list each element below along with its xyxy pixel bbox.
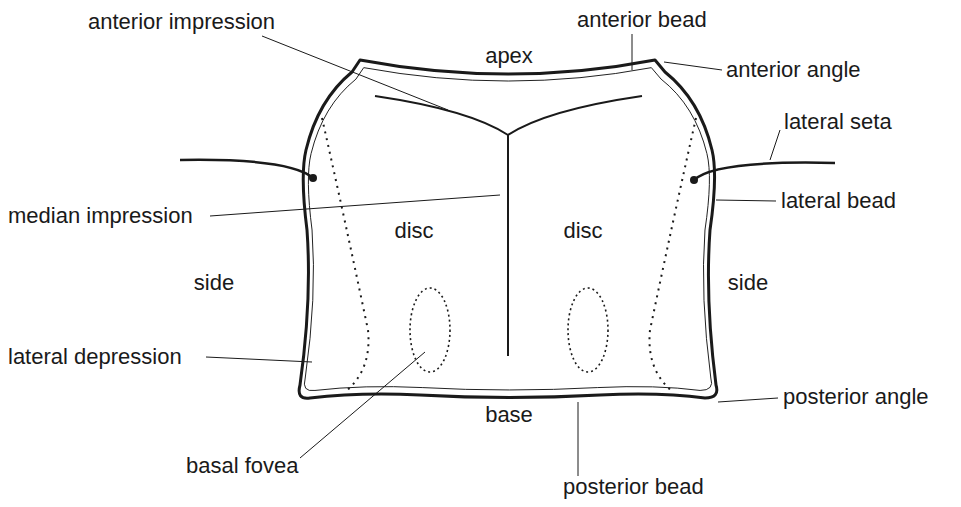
part-label: apex — [485, 43, 533, 68]
part-label: median impression — [8, 203, 193, 228]
anterior-impression-line — [375, 96, 642, 135]
seta-pore — [309, 174, 317, 182]
seta-pore — [690, 176, 698, 184]
lateral-depression-line — [649, 118, 696, 392]
part-label: disc — [394, 218, 433, 243]
part-label: base — [485, 402, 533, 427]
part-label: lateral bead — [781, 188, 896, 213]
median-impression-line — [507, 135, 509, 356]
part-label: anterior impression — [88, 9, 275, 34]
part-label: posterior angle — [783, 384, 929, 409]
part-label: lateral depression — [8, 344, 182, 369]
lateral-seta — [180, 160, 313, 178]
part-label: anterior bead — [577, 7, 707, 32]
lateral-seta — [694, 163, 835, 180]
part-label: lateral seta — [784, 109, 892, 134]
part-label: disc — [563, 218, 602, 243]
part-label: anterior angle — [726, 57, 861, 82]
part-label: side — [194, 270, 234, 295]
lateral-depression-line — [322, 118, 369, 392]
part-label: side — [728, 270, 768, 295]
pronotum-outline — [299, 60, 717, 398]
part-label: basal fovea — [186, 453, 299, 478]
basal-fovea — [568, 288, 608, 372]
bead-line — [304, 68, 711, 391]
part-label: posterior bead — [563, 474, 704, 499]
leader-lines — [206, 34, 780, 476]
